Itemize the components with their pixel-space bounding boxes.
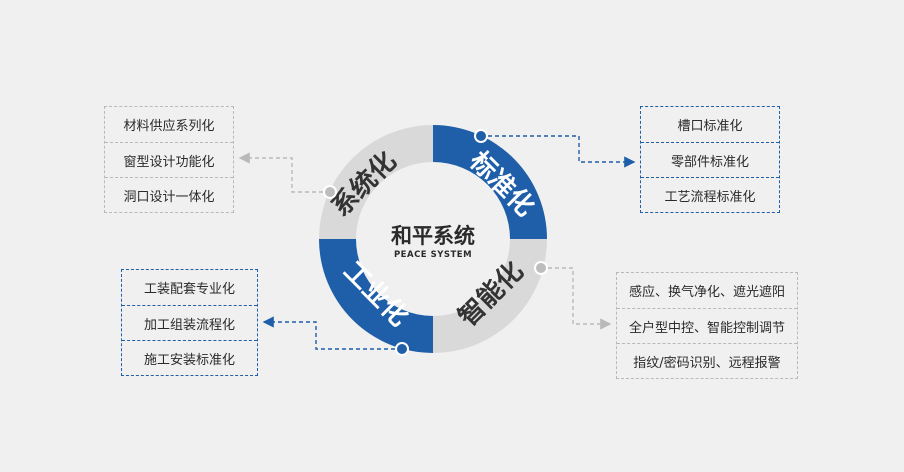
box-item: 全户型中控、智能控制调节 <box>617 308 797 343</box>
box-top-right: 槽口标准化 零部件标准化 工艺流程标准化 <box>640 106 780 213</box>
center-title: 和平系统 <box>391 224 475 248</box>
center-subtitle: PEACE SYSTEM <box>394 250 472 260</box>
box-item: 材料供应系列化 <box>123 119 215 134</box>
box-item: 工艺流程标准化 <box>641 177 779 212</box>
connector-dot-top-right <box>474 129 488 143</box>
box-item: 感应、换气净化、遮光遮阳 <box>628 285 785 300</box>
connector-top-left <box>238 152 330 193</box>
box-item: 窗型设计功能化 <box>105 142 233 177</box>
connector-top-right <box>481 135 636 168</box>
box-bottom-right: 感应、换气净化、遮光遮阳 全户型中控、智能控制调节 指纹/密码识别、远程报警 <box>616 272 798 379</box>
connector-dot-bottom-left <box>395 342 409 356</box>
box-item: 施工安装标准化 <box>122 340 257 375</box>
ring-segment-top-right <box>433 125 547 239</box>
box-top-left: 材料供应系列化 窗型设计功能化 洞口设计一体化 <box>104 106 234 213</box>
ring-segment-bottom-left <box>319 239 433 353</box>
ring-segment-top-left <box>319 125 433 239</box>
connector-dot-bottom-right <box>534 261 548 275</box>
connector-bottom-left <box>262 316 402 350</box>
connector-bottom-right <box>541 267 612 330</box>
box-item: 工装配套专业化 <box>143 282 235 297</box>
connector-dot-top-left <box>323 185 337 199</box>
box-bottom-left: 工装配套专业化 加工组装流程化 施工安装标准化 <box>121 269 258 376</box>
box-item: 槽口标准化 <box>677 119 743 134</box>
box-item: 指纹/密码识别、远程报警 <box>617 343 797 378</box>
box-item: 洞口设计一体化 <box>105 177 233 212</box>
box-item: 零部件标准化 <box>641 142 779 177</box>
ring-segment-bottom-right <box>433 239 547 353</box>
box-item: 加工组装流程化 <box>122 305 257 340</box>
